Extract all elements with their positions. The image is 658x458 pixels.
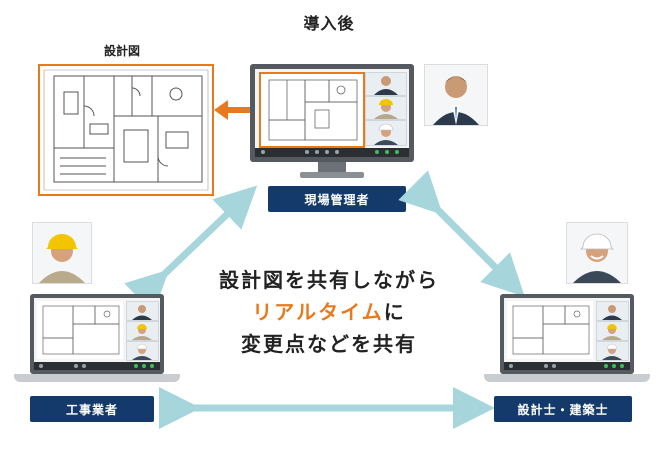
architect-helmet-icon xyxy=(597,342,628,360)
floor-plan-icon xyxy=(507,301,593,359)
worker-helmet-icon xyxy=(127,322,158,340)
laptop-screen xyxy=(504,298,630,370)
video-tile xyxy=(126,341,159,361)
person-suit-icon xyxy=(127,302,158,320)
video-tile xyxy=(126,321,159,341)
architect-helmet-icon xyxy=(567,223,627,283)
role-badge-designer: 設計士・建築士 xyxy=(494,396,632,422)
message-line2-suffix: に xyxy=(384,300,406,324)
worker-helmet-icon xyxy=(33,223,91,283)
architect-helmet-icon xyxy=(127,342,158,360)
laptop-base xyxy=(14,374,180,382)
message-highlight: リアルタイム xyxy=(252,300,383,324)
video-tile xyxy=(596,301,629,321)
designer-avatar xyxy=(566,222,628,284)
role-badge-contractor: 工事業者 xyxy=(30,396,154,422)
taskbar xyxy=(504,362,630,370)
contractor-avatar xyxy=(32,222,92,284)
person-suit-icon xyxy=(597,302,628,320)
message-line1: 設計図を共有しながら xyxy=(0,264,658,293)
video-tile xyxy=(596,341,629,361)
taskbar xyxy=(34,362,160,370)
laptop-screen xyxy=(34,298,160,370)
worker-helmet-icon xyxy=(597,322,628,340)
laptop-base xyxy=(484,374,650,382)
video-tile xyxy=(596,321,629,341)
contractor-laptop xyxy=(30,294,164,374)
video-tile xyxy=(126,301,159,321)
floor-plan-icon xyxy=(37,301,123,359)
designer-laptop xyxy=(500,294,634,374)
